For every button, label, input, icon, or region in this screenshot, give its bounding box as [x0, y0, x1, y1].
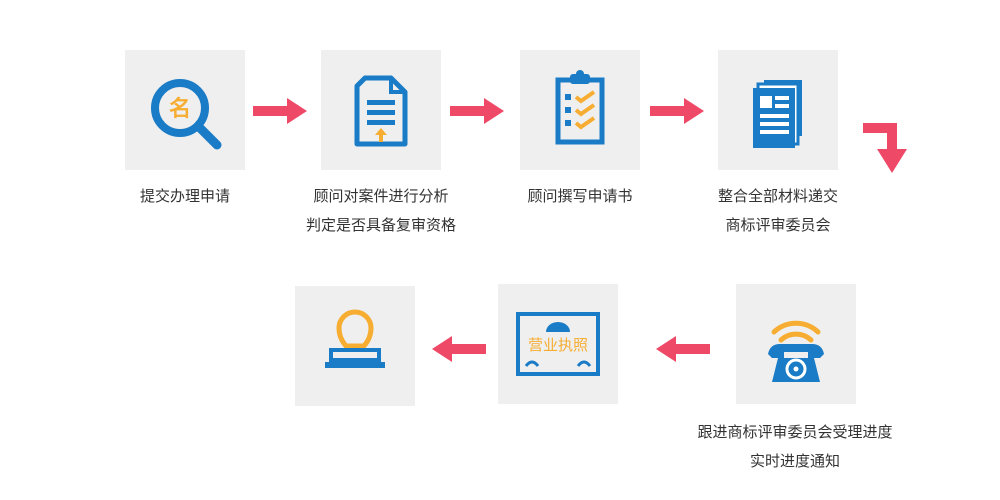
- magnifier-name-icon: 名: [151, 79, 222, 150]
- step-5-label: 跟进商标评审委员会受理进度 实时进度通知: [697, 423, 893, 470]
- step-3-label: 顾问撰写申请书: [527, 187, 633, 205]
- document-stack-icon: [753, 80, 802, 148]
- step-7-tile: [295, 286, 415, 406]
- name-badge-text: 名: [169, 96, 191, 122]
- telephone-icon: [768, 320, 824, 382]
- step-2-tile: [321, 50, 441, 170]
- arrow-right-2: [450, 98, 504, 124]
- document-upload-icon: [354, 75, 408, 147]
- step-4-tile: [718, 50, 838, 170]
- arrow-bend-down: [863, 123, 907, 173]
- step-6-tile: 营业执照: [498, 284, 618, 404]
- arrow-right-3: [650, 98, 704, 124]
- arrow-left-2: [432, 336, 486, 362]
- arrow-right-1: [253, 98, 307, 124]
- step-1-label: 提交办理申请: [139, 187, 230, 205]
- business-license-icon: 营业执照: [516, 312, 600, 376]
- step-2-label: 顾问对案件进行分析 判定是否具备复审资格: [305, 187, 456, 234]
- step-4-label: 整合全部材料递交 商标评审委员会: [717, 187, 838, 234]
- stamp-icon: [325, 309, 385, 368]
- arrow-left-1: [656, 336, 710, 362]
- step-1-tile: 名: [125, 50, 245, 170]
- license-badge-text: 营业执照: [528, 336, 588, 354]
- clipboard-checklist-icon: [555, 70, 605, 145]
- step-5-tile: [736, 284, 856, 404]
- step-3-tile: [520, 50, 640, 170]
